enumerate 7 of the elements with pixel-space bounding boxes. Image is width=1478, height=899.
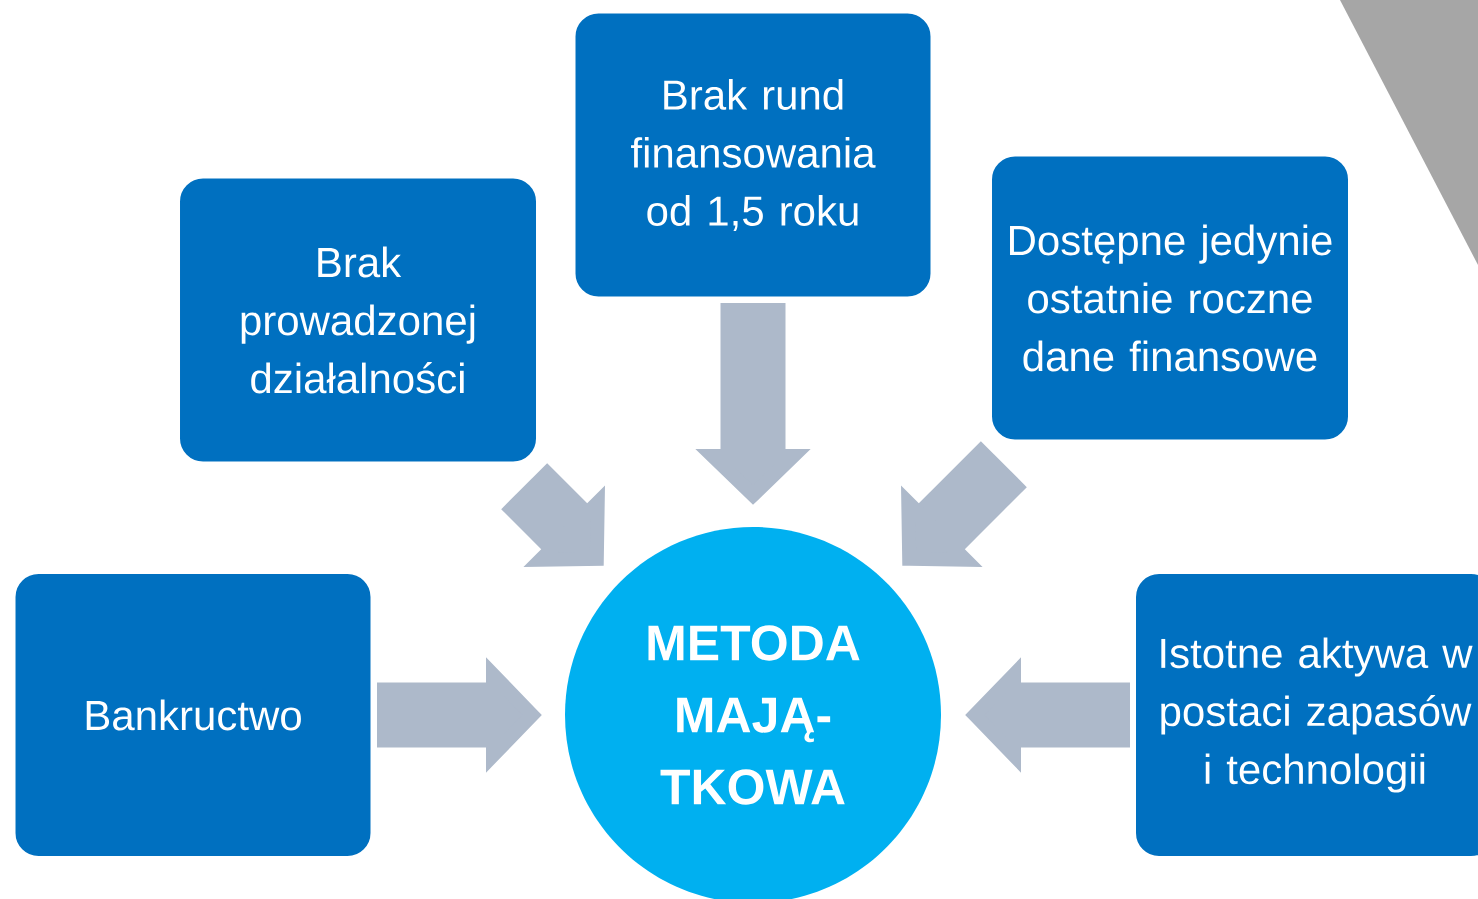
process-box: Bankructwo bbox=[13, 572, 373, 858]
process-box: Dostępne jedynie ostatnie roczne dane finansowe bbox=[990, 154, 1350, 442]
process-box: Brak prowadzonej działalności bbox=[178, 176, 538, 464]
process-box: Brak rund finansowania od 1,5 roku bbox=[573, 11, 933, 299]
block-arrow bbox=[501, 463, 605, 567]
block-arrow bbox=[901, 441, 1027, 567]
process-box: Istotne aktywa w postaci zapasów i technologii bbox=[1134, 572, 1478, 858]
